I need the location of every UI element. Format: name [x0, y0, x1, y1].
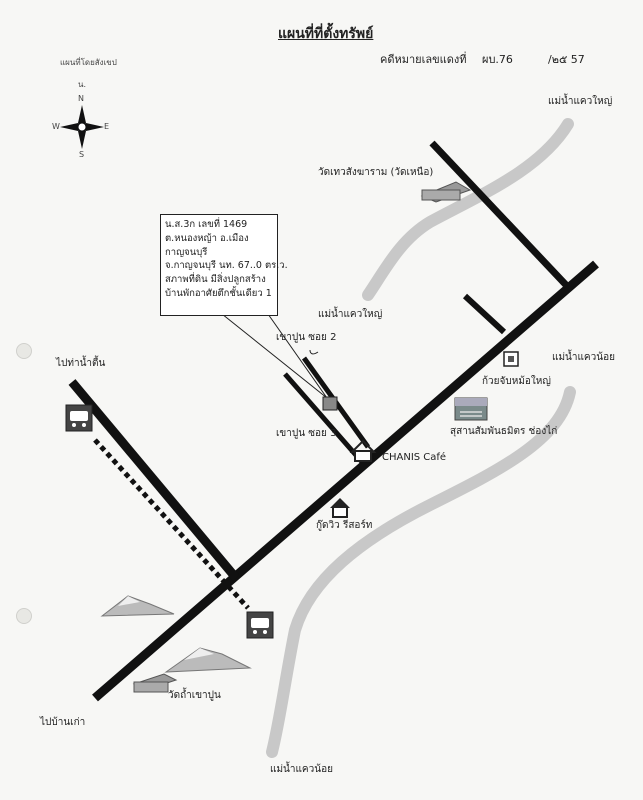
label-river-khwae-noi-top: แม่น้ำแควน้อย [552, 352, 615, 363]
river-khwae-yai [362, 118, 574, 301]
huay-chap-icon [503, 351, 519, 367]
label-soi-3: เขาปูน ซอย 3 [276, 428, 337, 439]
compass-north-thai: น. [78, 80, 87, 89]
label-chanis-cafe: CHANIS Café [382, 452, 447, 463]
label-river-khwae-noi-bottom: แม่น้ำแควน้อย [270, 764, 333, 775]
mountain-icon [100, 595, 175, 617]
callout-pointer [221, 313, 328, 399]
label-cemetery: สุสานสัมพันธมิตร ช่องไก่ [450, 426, 558, 437]
punch-hole [16, 608, 32, 624]
road-to-temple-north [429, 140, 570, 289]
compass-w: W [52, 122, 60, 131]
subtitle-sketch-map: แผนที่โดยสังเขป [60, 58, 117, 67]
cemetery-icon [454, 397, 488, 421]
property-marker [322, 396, 338, 411]
resort-house-icon [330, 498, 350, 518]
case-number-prefix: ผบ.76 [482, 53, 513, 66]
label-to-nam-tok: ไปท่าน้ำตื้น [56, 358, 106, 369]
road-to-nam-tok [68, 379, 240, 581]
callout-line: น.ส.3ก เลขที่ 1469 [165, 219, 248, 230]
callout-line: บ้านพักอาศัยตึกชั้นเดียว 1 [165, 287, 272, 299]
label-river-khwae-yai-mid: แม่น้ำแควใหญ่ [318, 309, 383, 320]
label-to-ban-kao: ไปบ้านเก่า [40, 717, 86, 728]
mountain-icon [164, 647, 252, 673]
compass-s: S [79, 150, 85, 159]
cafe-house-icon [349, 439, 377, 462]
label-temple-north: วัดเทวสังฆาราม (วัดเหนือ) [318, 167, 434, 178]
label-resort: กู๊ดวิว รีสอร์ท [316, 520, 373, 531]
cave-temple-icon [132, 673, 178, 693]
compass-rose-icon [60, 105, 104, 149]
punch-hole [16, 343, 32, 359]
case-number-year: /๒๕ 57 [548, 53, 585, 66]
callout-line: ต.หนองหญ้า อ.เมือง [165, 232, 249, 244]
train-icon [65, 404, 93, 432]
main-road [92, 260, 599, 702]
label-soi-2: เขาปูน ซอย 2 [276, 332, 337, 343]
compass-e: E [104, 122, 110, 131]
train-icon [246, 611, 274, 639]
label-cave-temple: วัดถ้ำเขาปูน [168, 690, 221, 701]
callout-line: สภาพที่ดิน มีสิ่งปลูกสร้าง [165, 274, 266, 286]
railway-line [93, 438, 250, 610]
road-soi-3 [283, 372, 364, 464]
road-branch [462, 293, 507, 335]
compass-n: N [78, 94, 84, 103]
label-river-khwae-yai-top: แม่น้ำแควใหญ่ [548, 96, 613, 107]
label-huay-chap: ก้วยจับหม้อใหญ่ [482, 376, 551, 387]
temple-north-icon [420, 181, 472, 203]
callout-line: กาญจนบุรี [165, 246, 208, 258]
callout-line: จ.กาญจนบุรี นท. 67..0 ตร.ว. [165, 260, 288, 272]
page-title: แผนที่ที่ตั้งทรัพย์ [278, 26, 374, 42]
soi2-pointer [309, 349, 319, 355]
case-number-label: คดีหมายเลขแดงที่ [380, 53, 467, 66]
river-khwae-noi [266, 386, 576, 758]
property-callout: น.ส.3ก เลขที่ 1469 ต.หนองหญ้า อ.เมือง กา… [160, 214, 288, 316]
